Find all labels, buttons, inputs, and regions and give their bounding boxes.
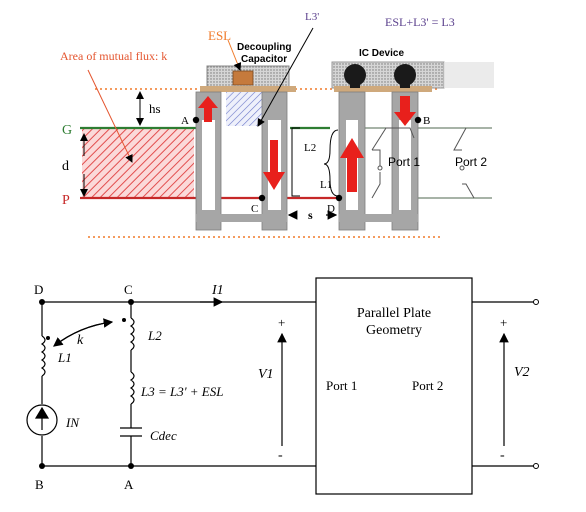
mutual-coupling-arc-back — [53, 321, 113, 347]
current-arrow-down-far — [394, 96, 416, 126]
l1-dot — [46, 336, 50, 340]
ic-ball-left-neck — [350, 82, 360, 88]
node-c-dot — [258, 194, 266, 202]
node-c-label: C — [251, 203, 258, 215]
current-arrow-up-left — [198, 96, 218, 122]
g-label: G — [62, 123, 72, 138]
port-wires — [371, 127, 475, 199]
via-bottom-bar — [196, 214, 287, 222]
current-arrow-up-right — [340, 138, 364, 192]
equivalent-circuit — [26, 277, 534, 495]
schem-l3-eq: L3 = L3' + ESL — [140, 384, 223, 399]
port1-wire-lower — [371, 172, 381, 199]
current-source-in — [26, 404, 58, 436]
pcb-cross-section: ESL L3' ESL+L3' = L3 Area of mutual flux… — [60, 11, 494, 238]
schem-cdec: Cdec — [150, 428, 177, 443]
inductor-l3 — [129, 371, 135, 405]
schem-k: k — [77, 333, 84, 348]
esl-block — [232, 70, 254, 86]
schem-l1: L1 — [57, 350, 72, 365]
ic-device-ghost — [444, 62, 494, 88]
schem-v1: V1 — [258, 367, 274, 382]
terminal-top — [533, 299, 539, 305]
l1-label: L1 — [320, 179, 332, 191]
esl-label: ESL — [208, 28, 231, 43]
mutual-flux-pointer — [87, 69, 133, 163]
l3-prime-area — [226, 92, 262, 126]
parallel-plate-box — [315, 277, 473, 495]
l2-dot — [122, 318, 126, 322]
s-label: s — [308, 208, 313, 222]
decoupling-capacitor-label-2: Capacitor — [241, 54, 287, 65]
port2-label: Port 2 — [455, 155, 487, 169]
node-a-dot — [192, 116, 200, 124]
port1-wire — [371, 127, 415, 166]
l3-prime-label: L3' — [305, 11, 319, 23]
d-label: d — [62, 159, 69, 174]
circuit-nodes — [39, 299, 134, 469]
current-arrows — [198, 96, 416, 192]
circuit-node-c — [128, 299, 134, 305]
schem-v2-plus: + — [500, 315, 507, 330]
box-title-2: Geometry — [366, 323, 422, 338]
inductor-l1 — [40, 335, 46, 377]
l2-bracket — [291, 127, 300, 197]
node-d-label: D — [327, 203, 335, 215]
node-b-dot — [414, 116, 422, 124]
via-slot — [399, 120, 411, 210]
schem-v1-plus: + — [278, 315, 285, 330]
circuit-node-d — [39, 299, 45, 305]
schem-v2: V2 — [514, 365, 530, 380]
l2-label: L2 — [304, 142, 316, 154]
ic-ball-left — [344, 64, 366, 86]
mutual-flux-area — [82, 128, 194, 198]
schem-i1: I1 — [211, 283, 224, 298]
output-terminals — [533, 299, 539, 469]
ic-ball-right — [394, 64, 416, 86]
via-slot — [202, 120, 215, 210]
schem-node-b: B — [35, 477, 44, 492]
schem-node-d: D — [34, 282, 43, 297]
current-arrow-down-mid — [263, 140, 285, 190]
via-bottom-bar — [339, 214, 418, 222]
inductor-l2 — [129, 317, 135, 351]
via-bottom-bars — [196, 214, 418, 222]
p-label: P — [62, 193, 70, 208]
schem-in: IN — [65, 415, 80, 430]
port2-wire — [453, 127, 475, 199]
l1-bracket — [323, 129, 339, 197]
ic-ball-right-neck — [400, 82, 410, 88]
current-source-arrow — [34, 406, 50, 430]
schem-l2: L2 — [147, 328, 162, 343]
decoupling-capacitor-label-1: Decoupling — [237, 42, 291, 53]
terminal-bottom — [533, 463, 539, 469]
ic-device-label: IC Device — [359, 48, 404, 59]
circuit-node-b — [39, 463, 45, 469]
schem-v1-minus: - — [278, 448, 283, 463]
box-port2: Port 2 — [412, 378, 443, 393]
port1-label: Port 1 — [388, 155, 420, 169]
node-b-label: B — [423, 115, 430, 127]
circuit-node-a — [128, 463, 134, 469]
l3-prime-pointer — [257, 27, 314, 127]
circuit-labels: D C B A I1 k L2 L1 L3 = L3' + ESL IN Cde… — [34, 282, 530, 492]
esl-equation: ESL+L3' = L3 — [385, 15, 455, 29]
mutual-flux-label: Area of mutual flux: k — [60, 49, 167, 63]
esl-pointer — [227, 39, 242, 71]
box-port1: Port 1 — [326, 378, 357, 393]
hs-label: hs — [149, 101, 161, 116]
port2-terminal — [459, 165, 465, 171]
port1-terminal — [377, 165, 383, 171]
node-a-label: A — [181, 115, 189, 127]
box-title-1: Parallel Plate — [357, 306, 431, 321]
schem-node-a: A — [124, 477, 134, 492]
schem-v2-minus: - — [500, 448, 505, 463]
schem-node-c: C — [124, 282, 133, 297]
ic-pad — [334, 86, 432, 92]
cap-pad — [200, 86, 296, 92]
